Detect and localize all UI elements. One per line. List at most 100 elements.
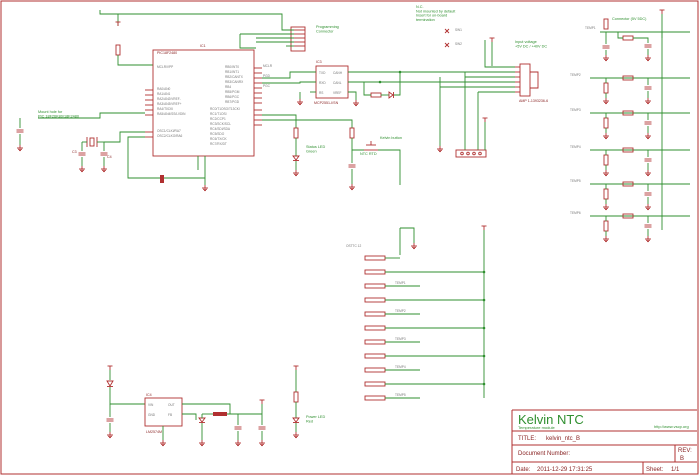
temp-channels: TEMP1 TEMP2 TEMP3 TEMP4 TEMP5: [570, 18, 690, 243]
svg-text:RC0/T1OSO/T13CKI: RC0/T1OSO/T13CKI: [210, 107, 240, 111]
svg-text:TEMP6: TEMP6: [570, 211, 581, 215]
svg-text:OSC1/CLKI/RA7: OSC1/CLKI/RA7: [157, 129, 181, 133]
temp-channel-3: TEMP3: [570, 108, 690, 140]
project-url: http://www.vscp.org: [654, 424, 689, 429]
svg-text:TEMP1: TEMP1: [585, 26, 596, 30]
svg-text:RC6/TX/CK: RC6/TX/CK: [210, 137, 228, 141]
can-header: [455, 149, 487, 158]
rev-value: B: [680, 456, 684, 462]
project-title: Kelvin NTC: [518, 412, 584, 427]
mcu-ref: IC1: [200, 44, 206, 48]
date-value: 2011-12-29 17:31:25: [537, 467, 593, 473]
temp-channel-5: TEMP5: [570, 179, 690, 211]
kelvin-button-note: Kelvin button: [380, 136, 402, 140]
mcu-ic1: IC1 PIC18F2480 MCLR/VPP RA0/AN0 RA1/AN1 …: [152, 44, 255, 157]
ntc-header-label: OSTTC 12: [346, 244, 361, 248]
doc-number-label: Document Number:: [518, 451, 570, 457]
svg-text:OUT: OUT: [168, 403, 175, 407]
title-label: TITLE:: [518, 436, 536, 442]
ntc-rtd-note: NTC RTD: [360, 152, 377, 156]
voltage-regulator-ic4: IC4 LM2574M VIN GND OUT FB: [144, 393, 183, 434]
svg-text:C3: C3: [72, 150, 77, 154]
connector-value: AMP 1-1393236-6: [519, 99, 548, 103]
svg-text:TEMP4: TEMP4: [395, 365, 406, 369]
svg-text:GND: GND: [148, 413, 156, 417]
main-connector-x1: AMP 1-1393236-6: [515, 63, 548, 103]
svg-text:RA2/AN2/VREF-: RA2/AN2/VREF-: [157, 97, 181, 101]
sheet-value: 1/1: [671, 467, 680, 473]
title-value: kelvin_ntc_B: [546, 436, 580, 442]
vreg-ref: IC4: [146, 393, 152, 397]
can-ref: IC3: [316, 60, 322, 64]
svg-text:TXD: TXD: [319, 71, 326, 75]
svg-text:PGD: PGD: [263, 74, 271, 78]
svg-text:CANL: CANL: [333, 81, 342, 85]
svg-text:RA4/T0CKI: RA4/T0CKI: [157, 107, 173, 111]
mcu-value: PIC18F2480: [157, 51, 177, 55]
svg-text:RB4: RB4: [225, 85, 231, 89]
svg-text:RS: RS: [319, 91, 323, 95]
svg-text:RA5/AN4/SS/LVDIN: RA5/AN4/SS/LVDIN: [157, 112, 186, 116]
svg-text:SW2: SW2: [455, 42, 462, 46]
title-block: Kelvin NTC Temperature module http://www…: [511, 410, 697, 474]
svg-text:VIN: VIN: [148, 403, 154, 407]
input-voltage-note: Input voltage+5V DC / +40V DC: [515, 40, 547, 48]
svg-text:MCLR: MCLR: [263, 64, 273, 68]
svg-text:TEMP4: TEMP4: [570, 145, 581, 149]
svg-text:RB0/INT0: RB0/INT0: [225, 65, 239, 69]
svg-text:RC7/RX/DT: RC7/RX/DT: [210, 142, 227, 146]
svg-text:OSC2/CLKO/RA6: OSC2/CLKO/RA6: [157, 134, 183, 138]
svg-text:TEMP1: TEMP1: [395, 281, 406, 285]
svg-text:TEMP2: TEMP2: [395, 309, 406, 313]
svg-text:RA1/AN1: RA1/AN1: [157, 92, 171, 96]
svg-text:VREF: VREF: [333, 91, 342, 95]
svg-text:TEMP3: TEMP3: [395, 337, 406, 341]
svg-text:RXD: RXD: [319, 81, 326, 85]
temp-channel-4: TEMP4: [570, 145, 690, 177]
svg-text:RC1/T1OSI: RC1/T1OSI: [210, 112, 227, 116]
connector-header-note: Connector (5V 5DC): [612, 17, 647, 21]
svg-text:C4: C4: [107, 155, 112, 159]
vreg-value: LM2574M: [146, 430, 162, 434]
can-value: MCP2551-I/SN: [314, 101, 339, 105]
svg-text:TEMP5: TEMP5: [570, 179, 581, 183]
svg-text:RB6/PGC: RB6/PGC: [225, 95, 240, 99]
status-led: [292, 155, 300, 161]
temp-channel-6: TEMP6: [570, 211, 690, 243]
temp-channel-2: TEMP2: [570, 73, 690, 105]
svg-text:TEMP5: TEMP5: [395, 393, 406, 397]
svg-text:RB2/CANTX: RB2/CANTX: [225, 75, 244, 79]
power-led: [292, 417, 300, 423]
svg-text:RB7/PGD: RB7/PGD: [225, 100, 240, 104]
svg-text:RB5/PGM: RB5/PGM: [225, 90, 240, 94]
svg-text:SW1: SW1: [455, 28, 462, 32]
sheet-label: Sheet:: [646, 467, 664, 473]
svg-text:RB3/CANRX: RB3/CANRX: [225, 80, 244, 84]
svg-text:CANH: CANH: [333, 71, 343, 75]
svg-text:RC2/CCP1: RC2/CCP1: [210, 117, 226, 121]
svg-text:MCLR/VPP: MCLR/VPP: [157, 65, 173, 69]
svg-text:RC3/SCK/SCL: RC3/SCK/SCL: [210, 122, 231, 126]
rev-label: REV:: [678, 448, 692, 454]
project-subtitle: Temperature module: [518, 425, 555, 430]
svg-text:TEMP2: TEMP2: [570, 73, 581, 77]
date-label: Date:: [516, 467, 531, 473]
svg-text:RC4/SDI/SDA: RC4/SDI/SDA: [210, 127, 231, 131]
svg-text:RA0/AN0: RA0/AN0: [157, 87, 171, 91]
svg-text:FB: FB: [168, 413, 172, 417]
svg-text:RA3/AN3/VREF+: RA3/AN3/VREF+: [157, 102, 182, 106]
crystal-q1: [86, 137, 98, 147]
svg-text:RB1/INT1: RB1/INT1: [225, 70, 239, 74]
svg-text:TEMP3: TEMP3: [570, 108, 581, 112]
can-transceiver-ic3: IC3 MCP2551-I/SN TXD RXD RS CANH CANL VREF: [314, 60, 349, 105]
svg-text:PGC: PGC: [263, 84, 271, 88]
